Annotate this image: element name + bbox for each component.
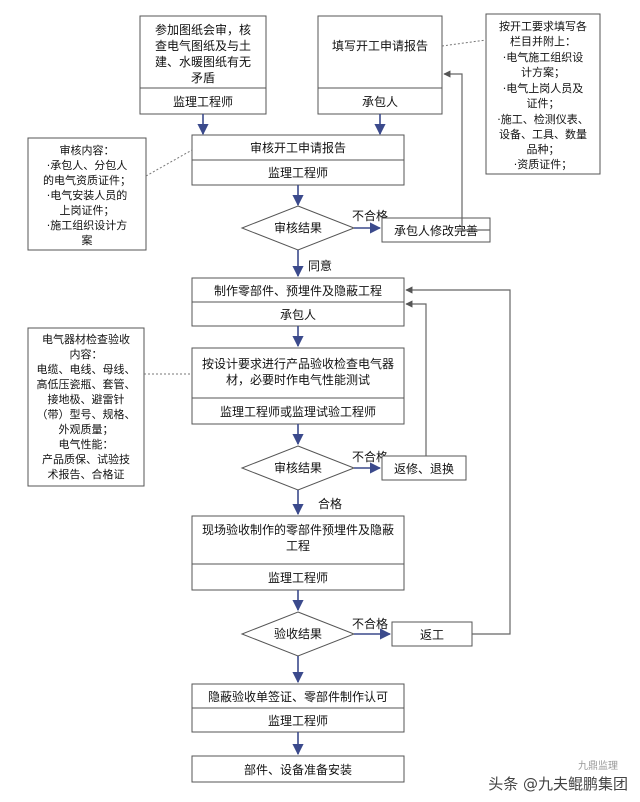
box-label: 承包人修改完善 <box>394 223 478 238</box>
note-text-line: 的电气资质证件； <box>43 173 131 187</box>
box-role: 监理工程师 <box>268 570 328 585</box>
note-review-content: 审核内容： ·承包人、分包人 的电气资质证件； ·电气安装人员的 上岗证件； ·… <box>27 137 147 251</box>
note-text-line: 计方案； <box>521 65 565 79</box>
note-text-line: ·资质证件； <box>514 158 573 171</box>
loop-back-arrow <box>405 286 511 635</box>
note-text-line: ·电气施工组织设 <box>503 50 584 64</box>
note-text-line: 术报告、合格证 <box>48 467 125 481</box>
box-rework: 返工 <box>391 621 473 647</box>
note-text-line: 电气性能： <box>59 437 114 451</box>
watermark-sub: 九鼎监理 <box>578 761 618 772</box>
decision-review-result-1: 审核结果 <box>240 205 356 251</box>
box-repair: 返修、退换 <box>381 455 467 481</box>
decision-label: 审核结果 <box>274 220 322 235</box>
note-text-line: ·电气安装人员的 <box>47 188 128 202</box>
box-text-line: 隐蔽验收单签证、零部件制作认可 <box>208 689 388 704</box>
box-role: 监理工程师 <box>268 713 328 728</box>
box-text-line: 工程 <box>286 538 310 553</box>
note-text-line: 上岗证件； <box>60 204 115 217</box>
box-install: 部件、设备准备安装 <box>191 755 405 783</box>
box-text-line: 部件、设备准备安装 <box>244 762 352 777</box>
box-make-parts: 制作零部件、预埋件及隐蔽工程 承包人 <box>191 277 405 327</box>
box-role: 承包人 <box>280 308 316 322</box>
note-text-line: 产品质保、试验技 <box>42 452 130 466</box>
approve-label: 合格 <box>318 496 342 511</box>
note-text-line: 高低压瓷瓶、套管、 <box>37 377 136 391</box>
box-product-check: 按设计要求进行产品验收检查电气器 材，必要时作电气性能测试 监理工程师或监理试验… <box>191 347 405 425</box>
note-text-line: 设备、工具、数量 <box>499 127 587 141</box>
note-text-line: 内容： <box>70 347 103 361</box>
box-role: 监理工程师或监理试验工程师 <box>220 404 376 419</box>
note-connector <box>441 39 487 47</box>
box-text-line: 制作零部件、预埋件及隐蔽工程 <box>214 283 382 298</box>
note-text-line: 电气器材检查验收 <box>42 332 130 346</box>
box-text-line: 审核开工申请报告 <box>250 140 346 155</box>
box-text-line: 现场验收制作的零部件预埋件及隐蔽 <box>202 522 394 537</box>
note-text-line: 审核内容： <box>60 143 115 157</box>
box-text-line: 材，必要时作电气性能测试 <box>226 372 370 387</box>
reject-label: 不合格 <box>352 208 388 223</box>
note-text-line: 外观质量； <box>59 423 114 436</box>
box-role: 监理工程师 <box>268 165 328 180</box>
box-review-application: 审核开工申请报告 监理工程师 <box>191 134 405 186</box>
note-text-line: 品种； <box>527 142 560 156</box>
note-text-line: （带）型号、规格、 <box>37 407 136 421</box>
box-label: 返工 <box>420 628 444 642</box>
note-text-line: ·施工、检测仪表、 <box>497 112 589 126</box>
note-connector <box>145 149 193 177</box>
box-role: 承包人 <box>362 95 398 109</box>
box-text-line: 按设计要求进行产品验收检查电气器 <box>202 356 394 371</box>
loop-back-arrow <box>443 70 490 231</box>
box-review-drawings: 参加图纸会审，核 查电气图纸及与土 建、水暖图纸有无 矛盾 监理工程师 <box>139 15 267 115</box>
note-text-line: 案 <box>82 233 93 247</box>
box-text-line: 矛盾 <box>191 71 215 85</box>
note-text-line: 证件； <box>527 97 560 110</box>
box-text-line: 建、水暖图纸有无 <box>155 55 251 69</box>
note-text-line: 按开工要求填写各 <box>499 19 587 33</box>
box-text-line: 填写开工申请报告 <box>332 38 428 53</box>
note-text-line: 接地极、避雷针 <box>48 392 125 406</box>
note-text-line: 电缆、电线、母线、 <box>37 362 136 376</box>
note-fill-requirements: 按开工要求填写各 栏目并附上： ·电气施工组织设 计方案； ·电气上岗人员及 证… <box>485 13 601 175</box>
reject-label: 不合格 <box>352 616 388 631</box>
box-label: 返修、退换 <box>394 461 454 476</box>
reject-label: 不合格 <box>352 449 388 464</box>
note-material-check: 电气器材检查验收 内容： 电缆、电线、母线、 高低压瓷瓶、套管、 接地极、避雷针… <box>27 327 145 487</box>
box-role: 监理工程师 <box>173 94 233 109</box>
note-text-line: 栏目并附上： <box>510 34 576 48</box>
note-text-line: ·施工组织设计方 <box>47 218 128 232</box>
note-text-line: ·电气上岗人员及 <box>503 81 584 95</box>
box-fill-application: 填写开工申请报告 承包人 <box>317 15 443 115</box>
decision-label: 审核结果 <box>274 460 322 475</box>
note-text-line: ·承包人、分包人 <box>47 159 128 172</box>
decision-review-result-2: 审核结果 <box>240 445 356 491</box>
loop-back-arrow <box>405 300 427 456</box>
approve-label: 同意 <box>308 258 332 273</box>
box-sign-off: 隐蔽验收单签证、零部件制作认可 监理工程师 <box>191 683 405 733</box>
decision-label: 验收结果 <box>274 626 322 641</box>
watermark: 头条 @九夫鲲鹏集团 <box>488 775 628 793</box>
box-site-acceptance: 现场验收制作的零部件预埋件及隐蔽 工程 监理工程师 <box>191 515 405 591</box>
box-text-line: 参加图纸会审，核 <box>155 22 251 37</box>
box-text-line: 查电气图纸及与土 <box>155 38 251 53</box>
decision-acceptance-result: 验收结果 <box>240 611 356 657</box>
